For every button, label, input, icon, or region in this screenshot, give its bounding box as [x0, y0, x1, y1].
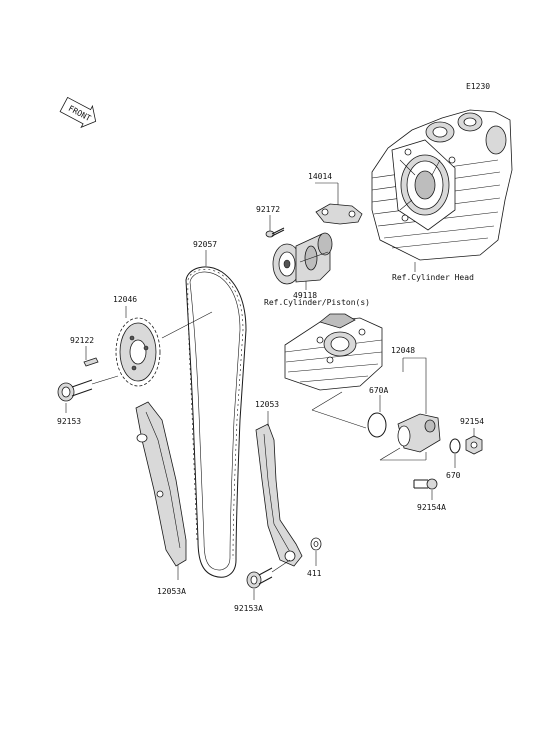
chain-guide-14014 [315, 203, 363, 225]
label-92153: 92153 [57, 417, 81, 426]
o-ring-670A [367, 412, 387, 438]
label-670A: 670A [369, 386, 388, 395]
label-92153A: 92153A [234, 604, 263, 613]
label-12046: 12046 [113, 295, 137, 304]
bolt-92172 [265, 227, 285, 238]
bolt-92154A [413, 478, 438, 490]
label-92122: 92122 [70, 336, 94, 345]
label-411: 411 [307, 569, 322, 578]
label-92172: 92172 [256, 205, 280, 214]
chain-guide-12053 [255, 423, 303, 567]
label-92154: 92154 [460, 417, 484, 426]
ref-cylinder-head-label: Ref.Cylinder Head [392, 273, 474, 282]
camshaft-49118 [272, 232, 333, 285]
label-49118: 49118 [293, 291, 317, 300]
cap-bolt-92154 [465, 435, 483, 455]
label-12048: 12048 [391, 346, 415, 355]
cylinder-block-drawing [284, 313, 383, 391]
cam-sprocket-12046 [115, 317, 161, 387]
o-ring-670 [449, 438, 461, 454]
washer-411 [310, 537, 322, 551]
label-670: 670 [446, 471, 461, 480]
label-12053A: 12053A [157, 587, 186, 596]
label-14014: 14014 [308, 172, 332, 181]
front-direction-badge: FRONT [59, 96, 97, 129]
diagram-code: E1230 [466, 82, 490, 91]
cam-chain-tensioner-12048 [379, 413, 441, 461]
ref-cylinder-piston-label: Ref.Cylinder/Piston(s) [264, 298, 370, 307]
label-92057: 92057 [193, 240, 217, 249]
bolt-92153 [57, 375, 119, 402]
label-92154A: 92154A [417, 503, 446, 512]
pin-92122 [83, 357, 99, 367]
cylinder-head-drawing [371, 109, 513, 261]
chain-guide-12053A [135, 401, 187, 567]
bolt-92153A [246, 559, 291, 589]
cam-chain-92057 [185, 266, 247, 578]
label-12053: 12053 [255, 400, 279, 409]
